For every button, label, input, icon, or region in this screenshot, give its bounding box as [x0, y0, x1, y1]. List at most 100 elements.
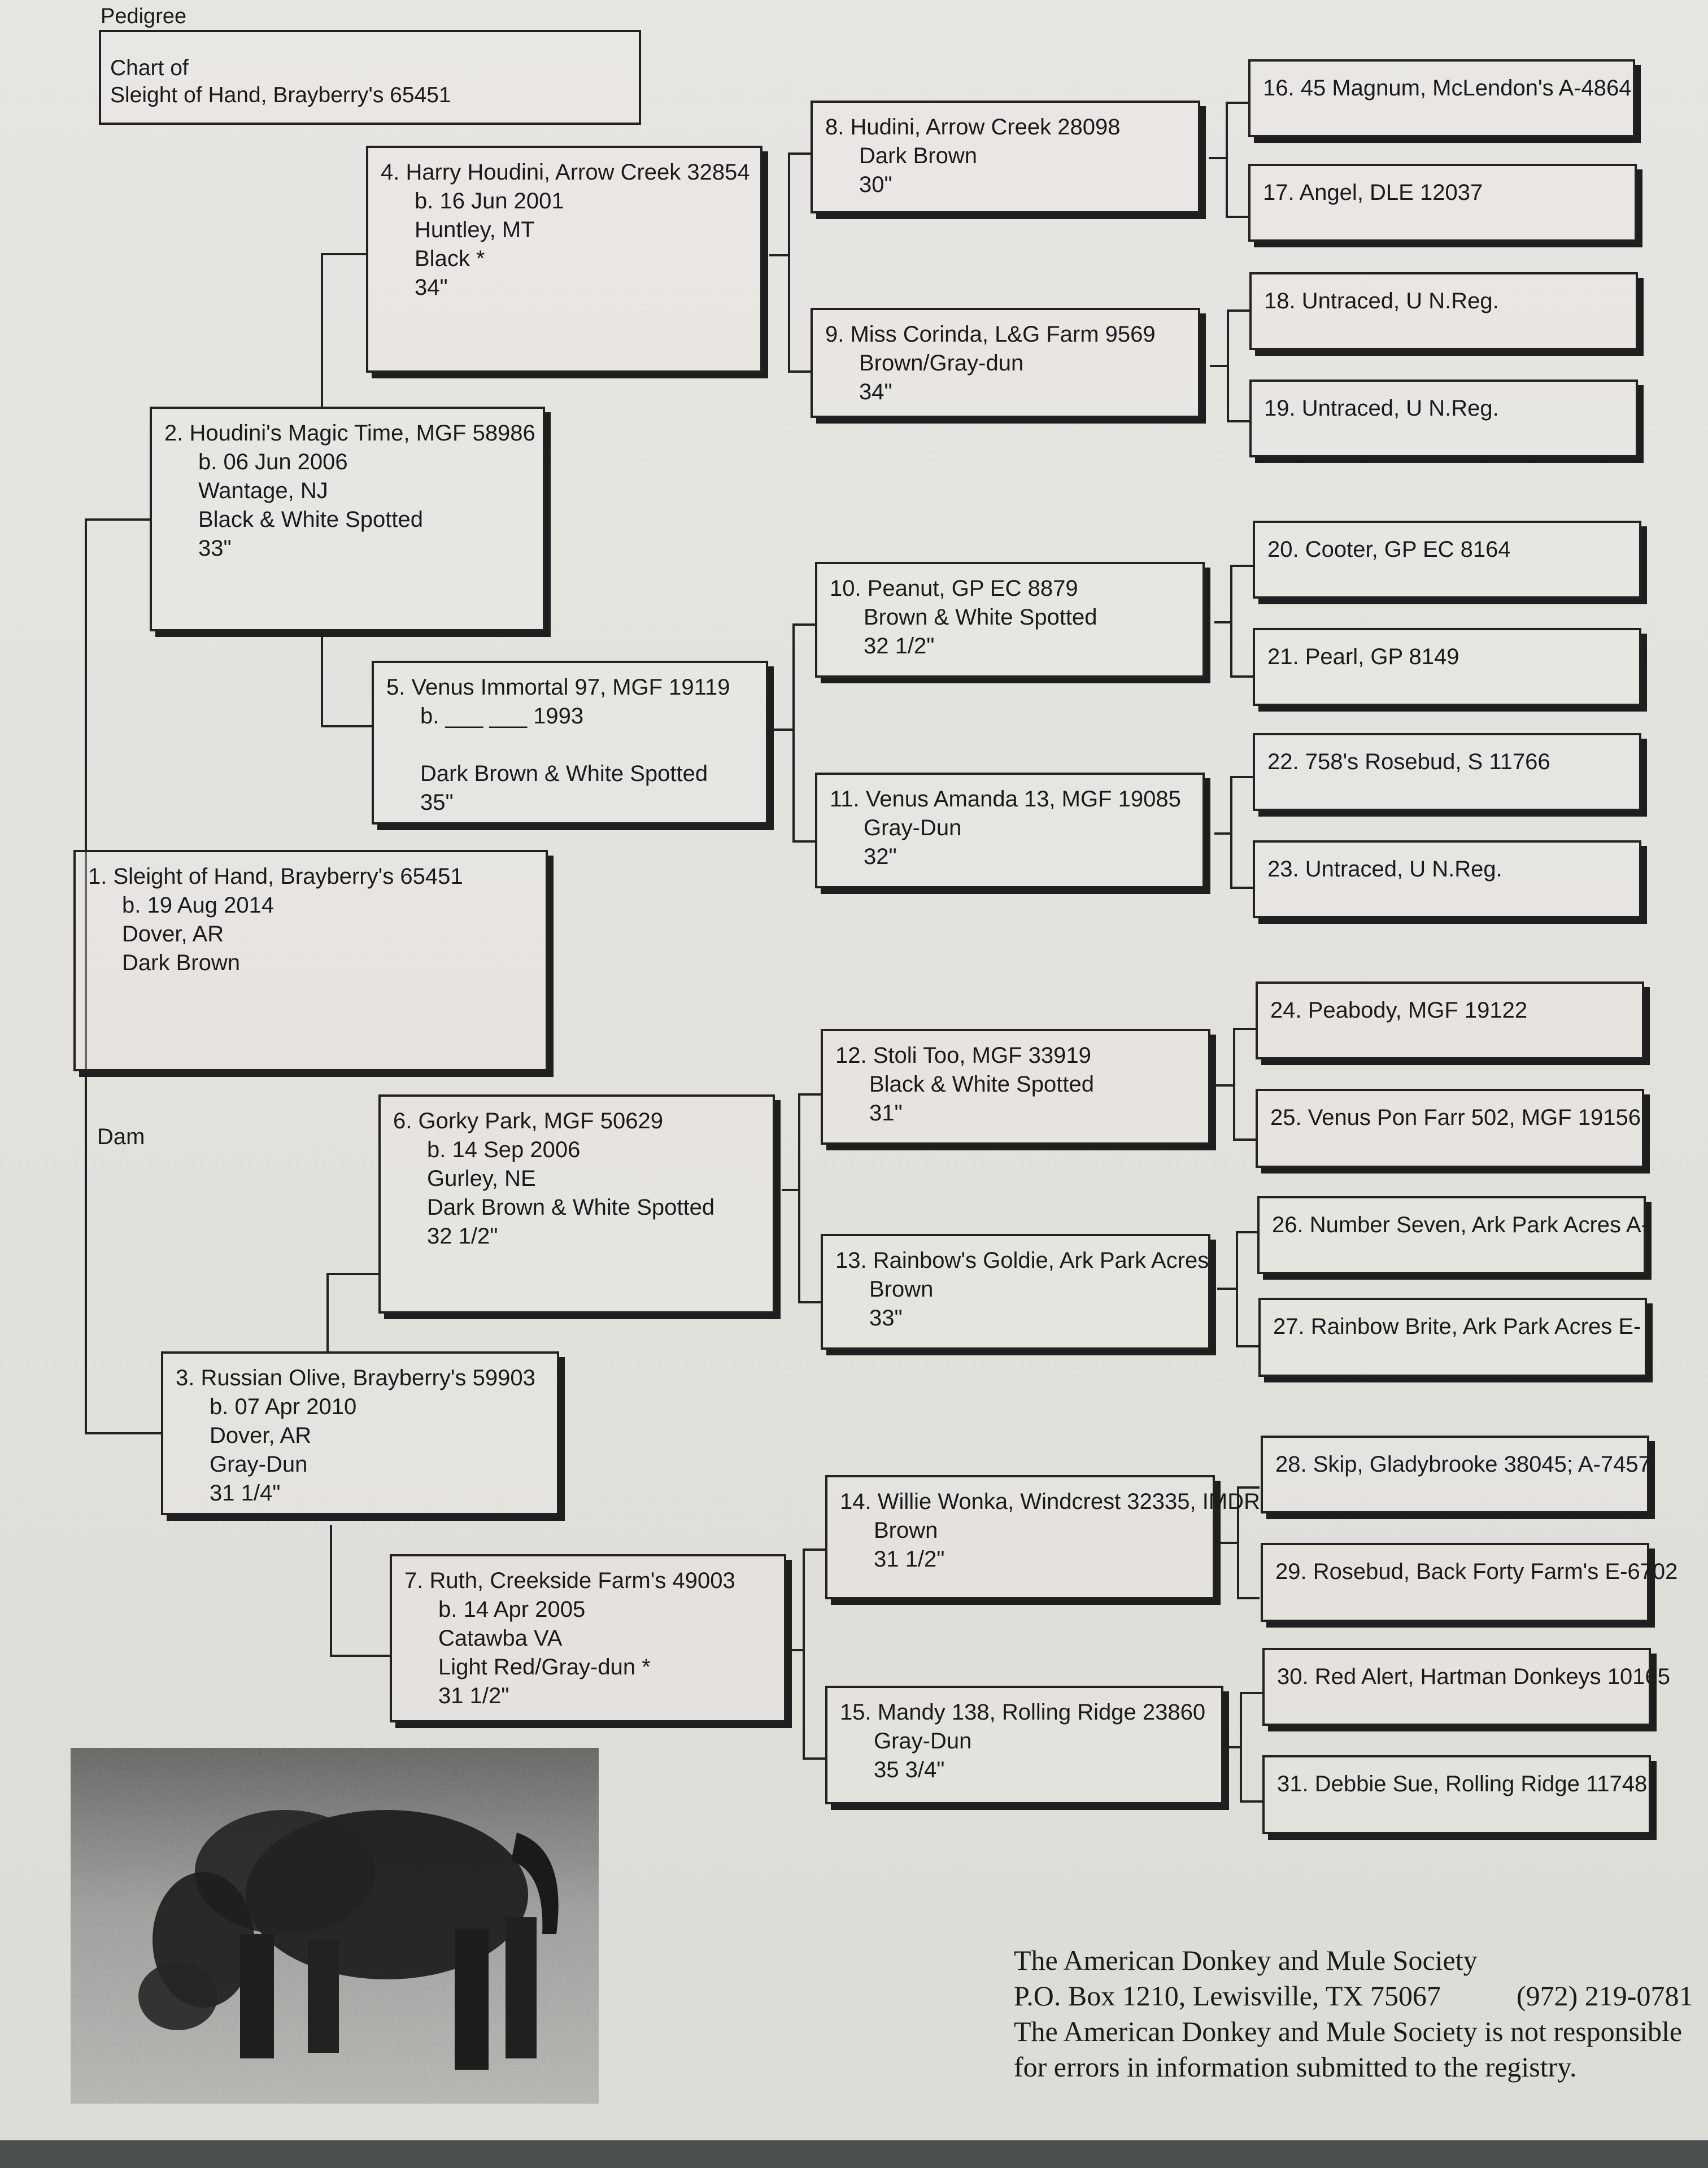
animal-name: 20. Cooter, GP EC 8164 [1267, 537, 1511, 562]
animal-detail: 33" [198, 536, 232, 561]
animal-name: 21. Pearl, GP 8149 [1267, 644, 1459, 669]
pedigree-box-24: 24. Peabody, MGF 19122 [1256, 982, 1644, 1059]
pedigree-box-4: 4. Harry Houdini, Arrow Creek 32854 b. 16… [366, 146, 762, 373]
footer-phone: (972) 219-0781 [1517, 1980, 1693, 2012]
pedigree-box-27: 27. Rainbow Brite, Ark Park Acres E- [1258, 1298, 1647, 1377]
animal-detail: 31" [869, 1101, 903, 1126]
animal-name: 23. Untraced, U N.Reg. [1267, 857, 1502, 882]
donkey-photo [71, 1748, 599, 2104]
animal-detail: b. ___ ___ 1993 [420, 704, 584, 729]
animal-detail: b. 14 Sep 2006 [427, 1137, 581, 1162]
animal-detail: Gray-Dun [874, 1729, 972, 1753]
animal-name: 3. Russian Olive, Brayberry's 59903 [176, 1366, 535, 1390]
animal-name: 27. Rainbow Brite, Ark Park Acres E- [1273, 1314, 1641, 1339]
chart-title-name: Sleight of Hand, Brayberry's 65451 [110, 83, 451, 107]
animal-detail: b. 14 Apr 2005 [438, 1597, 586, 1622]
animal-name: 30. Red Alert, Hartman Donkeys 10165 [1277, 1664, 1670, 1689]
animal-detail: b. 06 Jun 2006 [198, 450, 348, 474]
animal-detail: Dark Brown [122, 950, 240, 975]
animal-name: 7. Ruth, Creekside Farm's 49003 [404, 1568, 735, 1593]
animal-detail: 35 3/4" [874, 1757, 945, 1782]
animal-detail: 33" [869, 1306, 903, 1331]
animal-name: 1. Sleight of Hand, Brayberry's 65451 [88, 864, 463, 889]
footer-disclaimer-line-2: for errors in information submitted to t… [1014, 2051, 1577, 2083]
animal-detail: Brown [874, 1518, 938, 1543]
animal-detail: Black & White Spotted [869, 1072, 1094, 1097]
animal-detail: 32 1/2" [427, 1224, 498, 1249]
animal-name: 31. Debbie Sue, Rolling Ridge 11748 [1277, 1772, 1648, 1796]
animal-name: 9. Miss Corinda, L&G Farm 9569 [825, 322, 1156, 347]
animal-detail: Dark Brown [859, 143, 977, 168]
bottom-edge-strip [0, 2140, 1708, 2168]
animal-name: 15. Mandy 138, Rolling Ridge 23860 [840, 1700, 1206, 1725]
pedigree-box-14: 14. Willie Wonka, Windcrest 32335, IMDR B… [825, 1475, 1260, 1599]
animal-detail: 30" [859, 172, 892, 197]
pedigree-box-25: 25. Venus Pon Farr 502, MGF 19156 [1256, 1089, 1644, 1168]
animal-name: 10. Peanut, GP EC 8879 [830, 576, 1078, 601]
footer-org: The American Donkey and Mule Society [1014, 1944, 1478, 1976]
animal-detail: 32" [864, 844, 897, 869]
animal-name: 14. Willie Wonka, Windcrest 32335, IMDR [840, 1489, 1260, 1514]
pedigree-box-31: 31. Debbie Sue, Rolling Ridge 11748 [1262, 1755, 1651, 1834]
animal-name: 24. Peabody, MGF 19122 [1270, 998, 1528, 1023]
animal-detail: Wantage, NJ [198, 478, 328, 503]
pedigree-box-5: 5. Venus Immortal 97, MGF 19119 b. ___ __… [372, 661, 768, 825]
pedigree-box-17: 17. Angel, DLE 12037 [1248, 164, 1637, 242]
animal-detail [386, 731, 753, 760]
pedigree-box-16: 16. 45 Magnum, McLendon's A-4864 [1248, 59, 1635, 137]
animal-name: 22. 758's Rosebud, S 11766 [1267, 749, 1550, 774]
animal-name: 19. Untraced, U N.Reg. [1264, 396, 1499, 421]
dam-label: Dam [97, 1124, 145, 1149]
animal-name: 5. Venus Immortal 97, MGF 19119 [386, 675, 730, 700]
pedigree-box-1: 1. Sleight of Hand, Brayberry's 65451 b. … [73, 850, 548, 1071]
chart-title-box: Chart of Sleight of Hand, Brayberry's 65… [99, 30, 641, 125]
animal-detail: Dover, AR [210, 1423, 312, 1448]
footer-disclaimer-line-1: The American Donkey and Mule Society is … [1014, 2016, 1683, 2047]
animal-name: 4. Harry Houdini, Arrow Creek 32854 [381, 160, 750, 185]
animal-name: 18. Untraced, U N.Reg. [1264, 289, 1499, 313]
pedigree-box-28: 28. Skip, Gladybrooke 38045; A-7457 [1261, 1436, 1651, 1513]
pedigree-box-26: 26. Number Seven, Ark Park Acres A- [1257, 1196, 1649, 1274]
animal-detail: b. 19 Aug 2014 [122, 893, 274, 918]
animal-detail: 34" [415, 275, 448, 300]
pedigree-box-22: 22. 758's Rosebud, S 11766 [1253, 733, 1641, 811]
pedigree-box-20: 20. Cooter, GP EC 8164 [1253, 521, 1641, 599]
registry-footer: The American Donkey and Mule Society P.O… [1014, 1943, 1708, 2085]
footer-address: P.O. Box 1210, Lewisville, TX 75067 [1014, 1980, 1441, 2012]
animal-detail: Light Red/Gray-dun * [438, 1655, 651, 1680]
animal-name: 8. Hudini, Arrow Creek 28098 [825, 115, 1121, 139]
pedigree-box-23: 23. Untraced, U N.Reg. [1253, 840, 1641, 918]
animal-detail: Brown [869, 1277, 934, 1302]
animal-detail: Gray-Dun [210, 1452, 308, 1477]
pedigree-box-29: 29. Rosebud, Back Forty Farm's E-6702 [1261, 1543, 1678, 1622]
animal-name: 16. 45 Magnum, McLendon's A-4864 [1263, 76, 1632, 101]
pedigree-box-21: 21. Pearl, GP 8149 [1253, 628, 1641, 706]
animal-detail: Huntley, MT [415, 217, 535, 242]
animal-name: 11. Venus Amanda 13, MGF 19085 [830, 787, 1181, 812]
animal-detail: 31 1/2" [438, 1683, 509, 1708]
chart-title-label: Chart of [110, 56, 189, 80]
animal-detail: b. 16 Jun 2001 [415, 189, 564, 213]
animal-name: 26. Number Seven, Ark Park Acres A- [1272, 1212, 1649, 1237]
animal-name: 13. Rainbow's Goldie, Ark Park Acres [835, 1248, 1209, 1273]
animal-name: 28. Skip, Gladybrooke 38045; A-7457 [1275, 1452, 1651, 1477]
donkey-photo-image [71, 1748, 599, 2104]
animal-name: 25. Venus Pon Farr 502, MGF 19156 [1270, 1105, 1641, 1130]
pedigree-box-30: 30. Red Alert, Hartman Donkeys 10165 [1262, 1648, 1670, 1726]
animal-detail: Gray-Dun [864, 815, 962, 840]
animal-detail: Black & White Spotted [198, 507, 423, 532]
animal-name: 29. Rosebud, Back Forty Farm's E-6702 [1275, 1559, 1678, 1584]
animal-detail: 32 1/2" [864, 634, 935, 658]
animal-detail: Gurley, NE [427, 1166, 536, 1191]
